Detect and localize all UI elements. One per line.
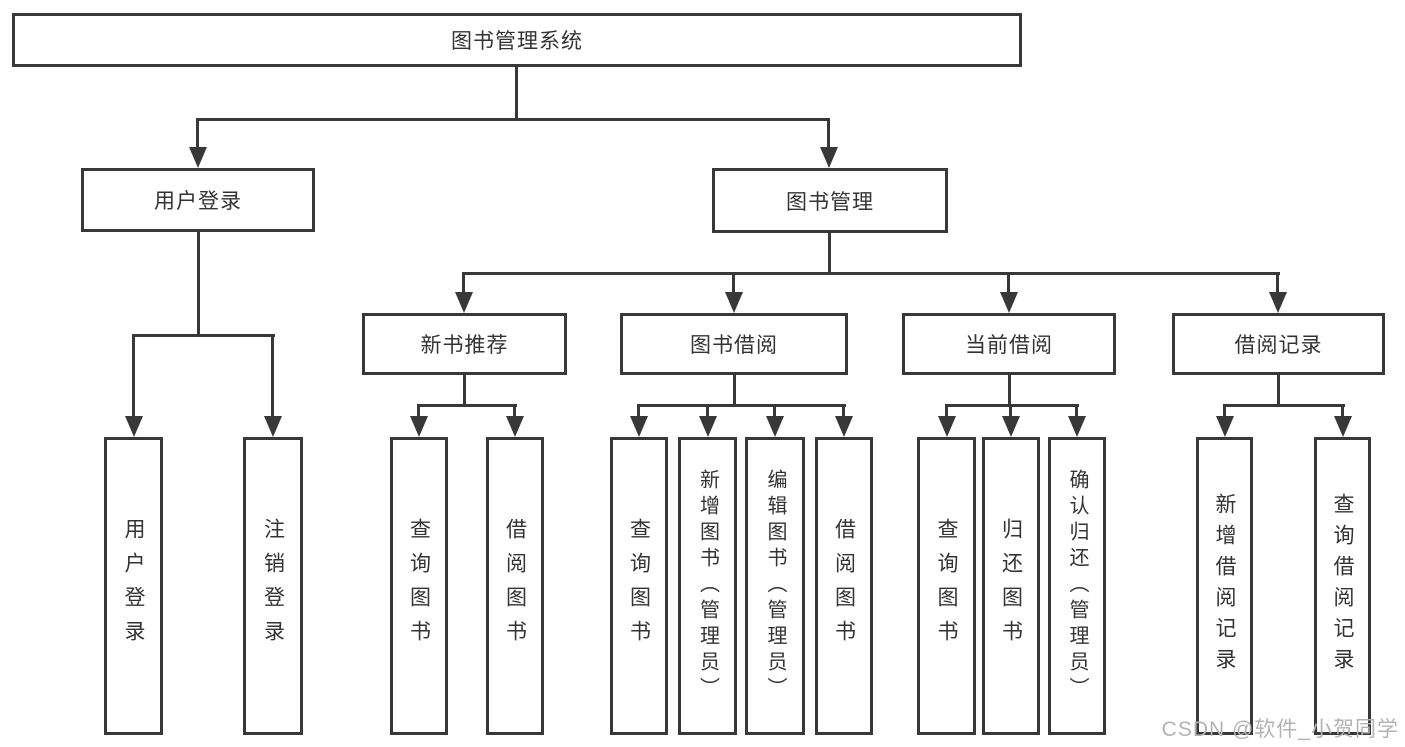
node-root: 图书管理系统 bbox=[12, 13, 1022, 67]
leaf-user-login: 用户登录 bbox=[104, 437, 163, 735]
connector-new-book-branch bbox=[418, 404, 517, 407]
connector-user-login-stem bbox=[197, 232, 200, 336]
connector-borrow-record-branch bbox=[1224, 404, 1345, 407]
leaf-borrow-edit-books-admin: 编辑图书（管理员） bbox=[745, 437, 805, 735]
leaf-borrow-query-books: 查询图书 bbox=[610, 437, 668, 735]
leaf-record-query-record: 查询借阅记录 bbox=[1314, 437, 1371, 735]
arrow-to-bb-add bbox=[706, 404, 709, 416]
connector-book-borrow-stem bbox=[733, 375, 736, 406]
leaf-current-query-books: 查询图书 bbox=[917, 437, 976, 735]
leaf-logout: 注销登录 bbox=[243, 437, 303, 735]
arrow-to-book-borrow bbox=[732, 272, 735, 292]
node-borrow-record: 借阅记录 bbox=[1172, 313, 1385, 375]
connector-new-book-stem bbox=[463, 375, 466, 406]
arrow-to-leaf-user-login bbox=[132, 334, 135, 416]
arrow-to-borrow-record bbox=[1276, 272, 1279, 292]
arrow-to-cb-return bbox=[1009, 404, 1012, 416]
connector-borrow-record-stem bbox=[1277, 375, 1280, 406]
arrow-to-bb-query bbox=[637, 404, 640, 416]
leaf-borrow-borrow-books: 借阅图书 bbox=[815, 437, 873, 735]
arrow-to-leaf-logout bbox=[271, 334, 274, 416]
arrow-to-user-login bbox=[196, 118, 199, 147]
arrow-to-cb-query bbox=[945, 404, 948, 416]
connector-root-stem bbox=[515, 67, 518, 120]
arrow-to-bb-borrow bbox=[842, 404, 845, 416]
connector-current-borrow-branch bbox=[946, 404, 1079, 407]
node-new-book-recommend: 新书推荐 bbox=[362, 313, 567, 375]
connector-current-borrow-stem bbox=[1008, 375, 1011, 406]
arrow-to-current-borrow bbox=[1007, 272, 1010, 292]
arrow-to-cb-confirm bbox=[1075, 404, 1078, 416]
arrow-to-nb-query bbox=[417, 404, 420, 416]
arrow-to-nb-borrow bbox=[513, 404, 516, 416]
node-book-borrow: 图书借阅 bbox=[620, 313, 848, 375]
leaf-current-return-books: 归还图书 bbox=[982, 437, 1040, 735]
leaf-newbook-query-books: 查询图书 bbox=[390, 437, 448, 735]
connector-user-login-branch bbox=[133, 334, 275, 337]
node-current-borrow: 当前借阅 bbox=[902, 313, 1116, 375]
node-book-management: 图书管理 bbox=[712, 168, 948, 233]
connector-level2-branch bbox=[197, 118, 830, 121]
arrow-to-br-add bbox=[1223, 404, 1226, 416]
arrow-to-br-query bbox=[1341, 404, 1344, 416]
arrow-to-new-book bbox=[462, 272, 465, 292]
leaf-record-add-record: 新增借阅记录 bbox=[1196, 437, 1253, 735]
connector-book-borrow-branch bbox=[638, 404, 846, 407]
leaf-newbook-borrow-books: 借阅图书 bbox=[486, 437, 544, 735]
connector-level3-branch bbox=[463, 272, 1280, 275]
leaf-current-confirm-return-admin: 确认归还（管理员） bbox=[1048, 437, 1106, 735]
csdn-watermark: CSDN @软件_小贺同学 bbox=[1161, 718, 1399, 741]
leaf-borrow-add-books-admin: 新增图书（管理员） bbox=[678, 437, 737, 735]
arrow-to-bb-edit bbox=[773, 404, 776, 416]
node-user-login: 用户登录 bbox=[81, 168, 315, 232]
arrow-to-book-management bbox=[827, 118, 830, 147]
connector-book-mgmt-stem bbox=[828, 233, 831, 274]
